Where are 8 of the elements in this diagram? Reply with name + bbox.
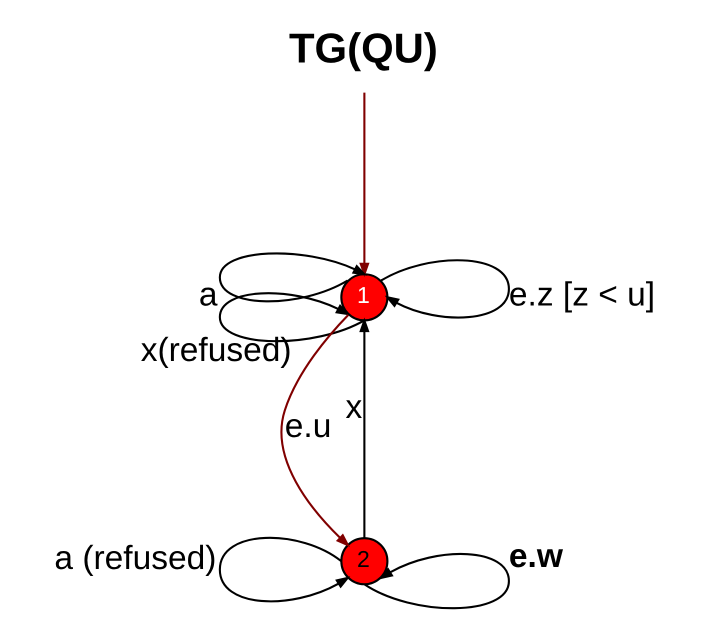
edge-label: e.z [z < u] <box>508 276 655 314</box>
node-text: TG(QU) <box>288 24 438 72</box>
edge-label: x <box>345 389 362 426</box>
edge-label: e.u <box>284 408 331 446</box>
edge-label: e.w <box>508 538 562 576</box>
edge-label: a <box>198 276 218 314</box>
edge-label: a (refused) <box>54 540 216 578</box>
edge-label: x(refused) <box>140 332 292 369</box>
